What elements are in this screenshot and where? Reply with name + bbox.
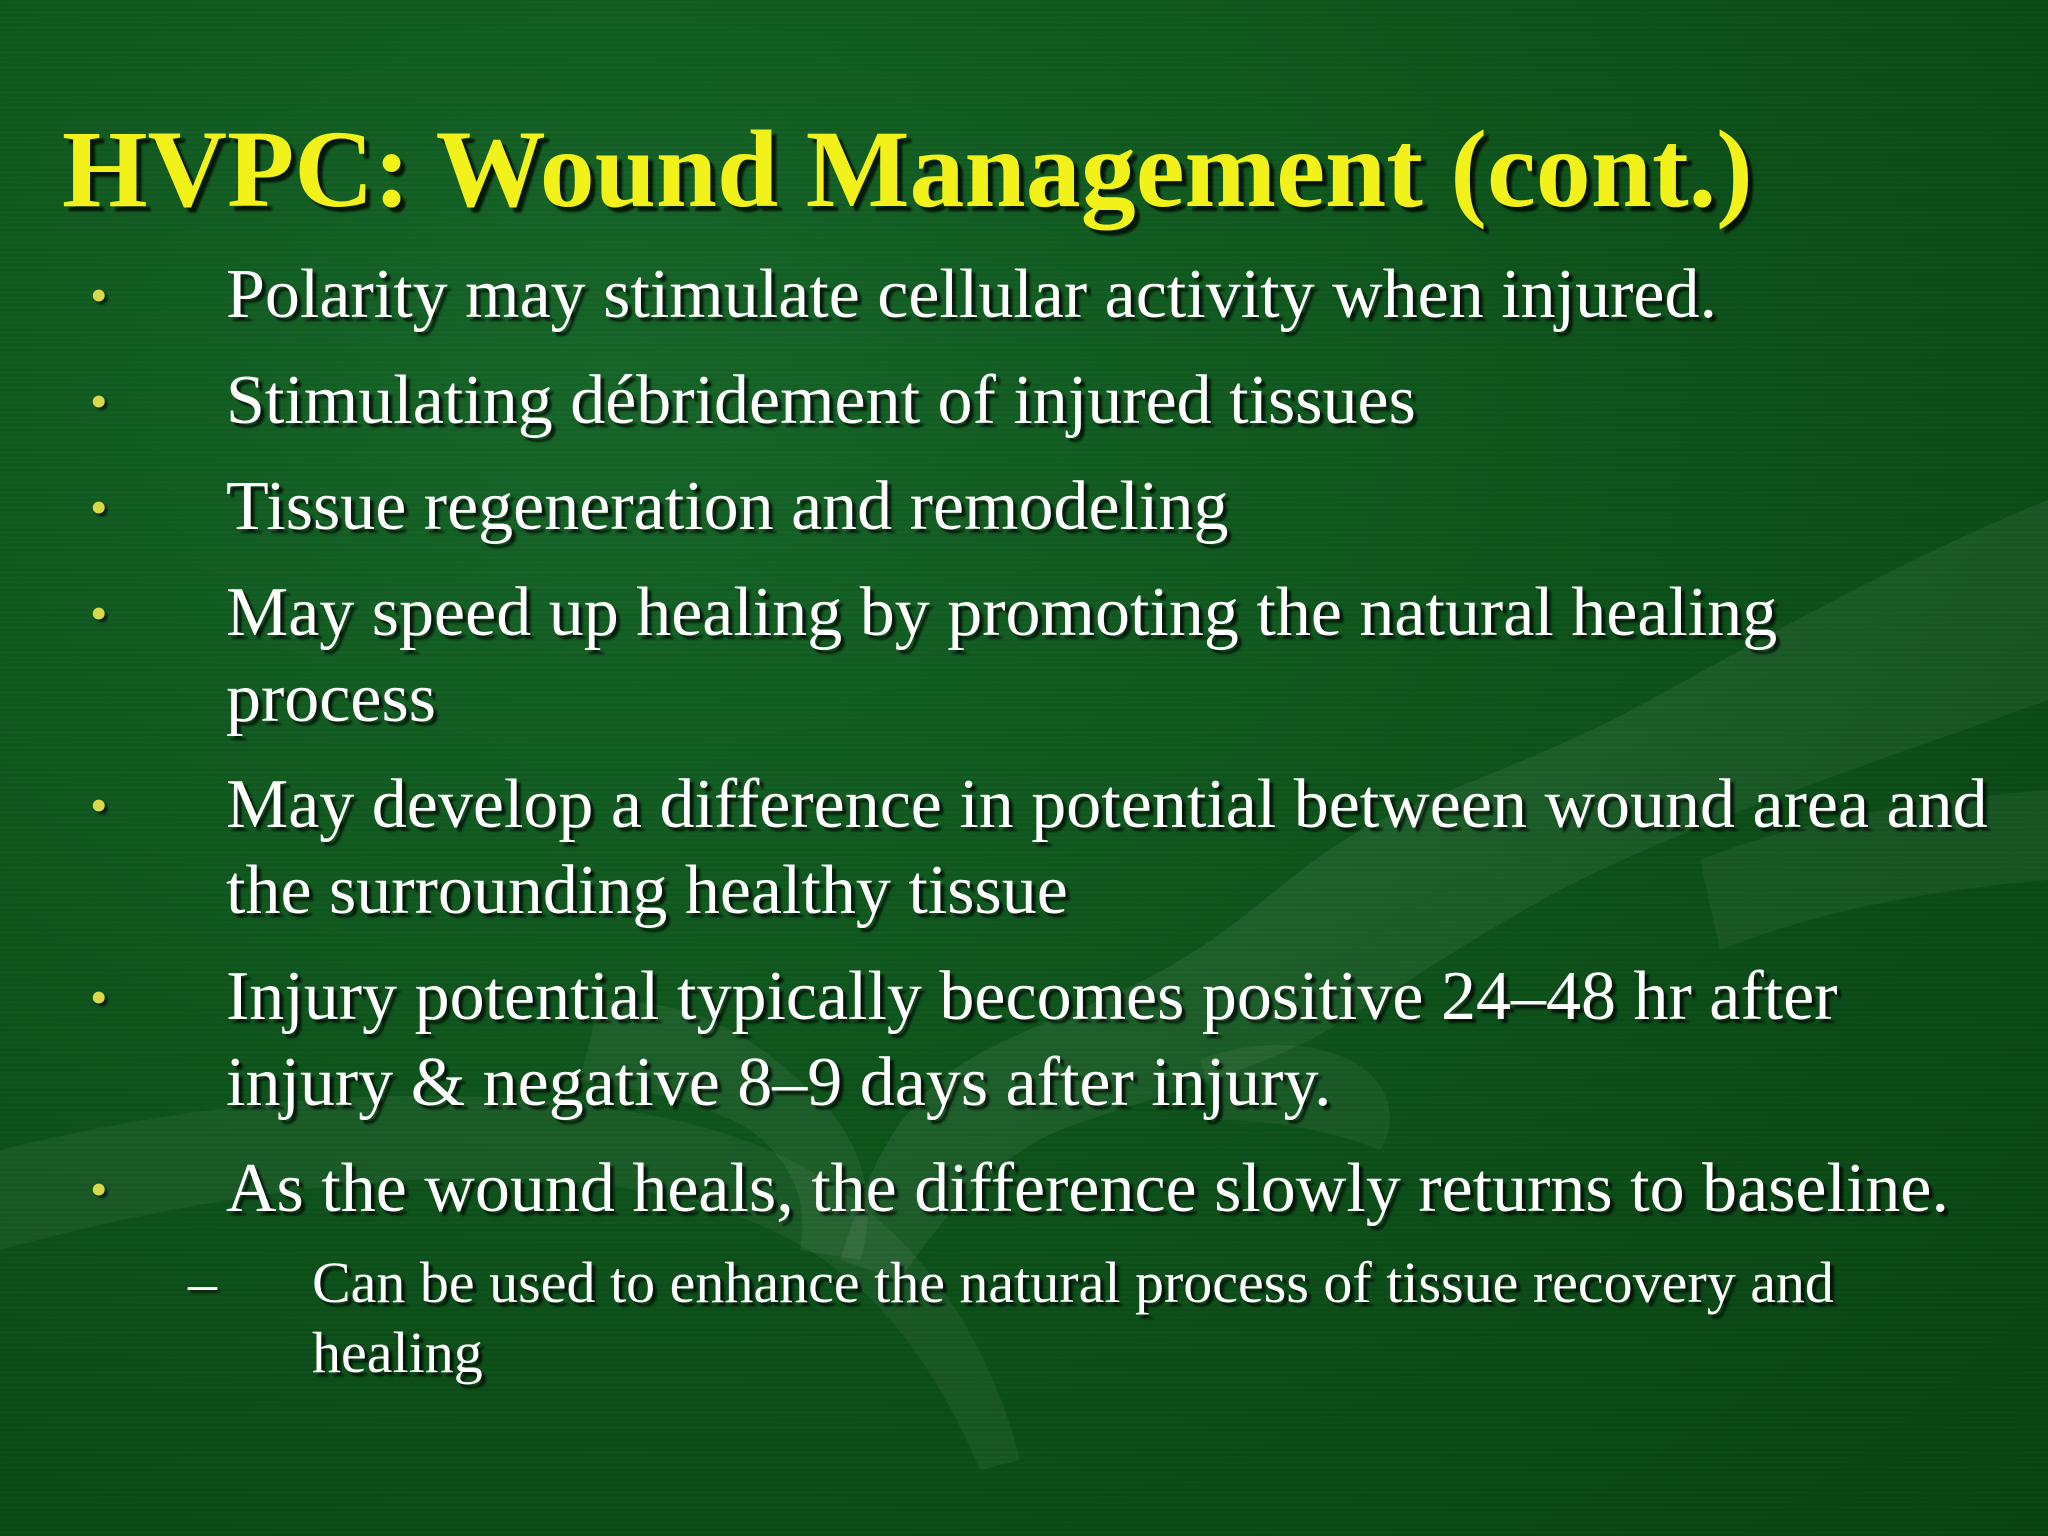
bullet-item: • Stimulating débridement of injured tis…: [0, 358, 2048, 444]
bullet-text: Injury potential typically becomes posit…: [226, 958, 1838, 1121]
bullet-item: • Injury potential typically becomes pos…: [0, 954, 2048, 1126]
bullet-icon: •: [90, 969, 108, 1025]
bullet-text: Stimulating débridement of injured tissu…: [226, 362, 1416, 439]
bullet-list: • Polarity may stimulate cellular activi…: [0, 252, 2048, 1388]
slide-title: HVPC: Wound Management (cont.): [62, 108, 1753, 230]
bullet-item: • Polarity may stimulate cellular activi…: [0, 252, 2048, 338]
bullet-icon: •: [90, 777, 108, 833]
dash-icon: –: [188, 1250, 217, 1315]
bullet-icon: •: [90, 373, 108, 429]
bullet-item: • Tissue regeneration and remodeling: [0, 464, 2048, 550]
bullet-item: • As the wound heals, the difference slo…: [0, 1146, 2048, 1232]
bullet-icon: •: [90, 1161, 108, 1217]
bullet-text: May speed up healing by promoting the na…: [226, 574, 1778, 737]
sub-bullet-text: Can be used to enhance the natural proce…: [312, 1250, 1834, 1385]
bullet-text: May develop a difference in potential be…: [226, 766, 1988, 929]
bullet-item: • May develop a difference in potential …: [0, 762, 2048, 934]
bullet-icon: •: [90, 267, 108, 323]
bullet-icon: •: [90, 585, 108, 641]
bullet-icon: •: [90, 479, 108, 535]
bullet-text: Tissue regeneration and remodeling: [226, 468, 1229, 545]
bullet-item: • May speed up healing by promoting the …: [0, 570, 2048, 742]
sub-bullet-item: – Can be used to enhance the natural pro…: [0, 1248, 2048, 1388]
bullet-text: As the wound heals, the difference slowl…: [226, 1150, 1949, 1227]
bullet-text: Polarity may stimulate cellular activity…: [226, 256, 1717, 333]
